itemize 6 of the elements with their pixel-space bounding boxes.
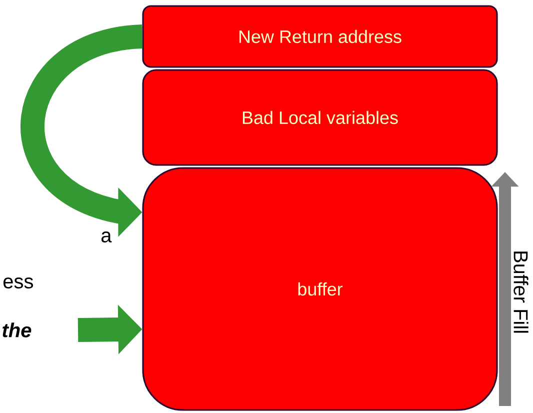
stack-box: Bad Local variables <box>142 69 498 166</box>
text-label: ess <box>3 278 33 288</box>
text-label: a <box>101 232 112 242</box>
text-label: the <box>2 322 32 338</box>
stack-box: buffer <box>142 167 498 411</box>
stack-box: New Return address <box>142 5 498 68</box>
